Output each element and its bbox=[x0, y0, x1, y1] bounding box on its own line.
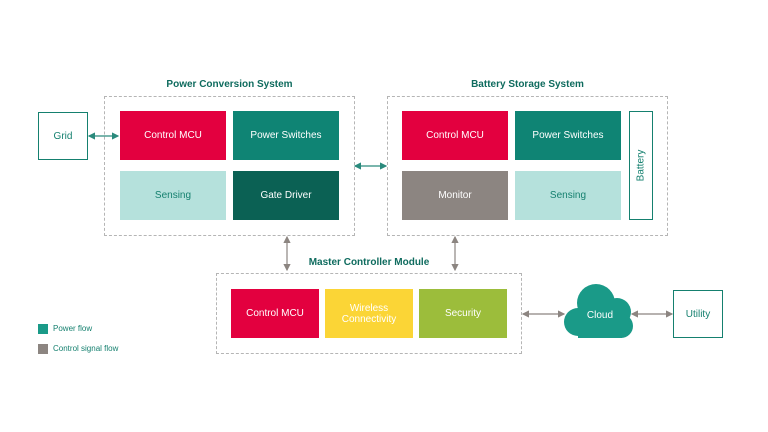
master-controller-title: Master Controller Module bbox=[308, 257, 430, 268]
bss-control-mcu-label: Control MCU bbox=[426, 130, 484, 141]
control-flow-swatch bbox=[38, 344, 48, 354]
mcm-security-label: Security bbox=[444, 308, 482, 319]
pcs-gate-driver-label: Gate Driver bbox=[260, 190, 312, 201]
bss-monitor-label: Monitor bbox=[438, 190, 472, 201]
battery-storage-group bbox=[387, 96, 668, 236]
pcs-power-switches-label: Power Switches bbox=[250, 130, 322, 141]
pcs-control-mcu: Control MCU bbox=[120, 111, 226, 160]
grid-box: Grid bbox=[38, 112, 88, 160]
utility-label: Utility bbox=[685, 308, 711, 320]
mcm-control-mcu: Control MCU bbox=[231, 289, 319, 338]
pcs-gate-driver: Gate Driver bbox=[233, 171, 339, 220]
master-controller-group bbox=[216, 273, 522, 354]
bss-monitor: Monitor bbox=[402, 171, 508, 220]
bss-control-mcu: Control MCU bbox=[402, 111, 508, 160]
grid-label: Grid bbox=[53, 130, 73, 142]
control-signal-flow-legend: Control signal flow bbox=[53, 344, 119, 353]
mcm-control-mcu-label: Control MCU bbox=[246, 308, 304, 319]
battery-box: Battery bbox=[629, 111, 653, 220]
battery-storage-title: Battery Storage System bbox=[471, 79, 584, 90]
pcs-sensing-label: Sensing bbox=[154, 190, 192, 201]
pcs-sensing: Sensing bbox=[120, 171, 226, 220]
bss-power-switches-label: Power Switches bbox=[532, 130, 604, 141]
mcm-security: Security bbox=[419, 289, 507, 338]
bss-sensing-label: Sensing bbox=[549, 190, 587, 201]
power-flow-swatch bbox=[38, 324, 48, 334]
pcs-control-mcu-label: Control MCU bbox=[144, 130, 202, 141]
mcm-wireless-label: Wireless Connectivity bbox=[341, 302, 397, 325]
pcs-power-switches: Power Switches bbox=[233, 111, 339, 160]
power-conversion-title: Power Conversion System bbox=[166, 79, 293, 90]
cloud-icon bbox=[564, 284, 633, 338]
mcm-wireless-connectivity: Wireless Connectivity bbox=[325, 289, 413, 338]
cloud-label: Cloud bbox=[586, 310, 614, 321]
bss-sensing: Sensing bbox=[515, 171, 621, 220]
power-flow-legend: Power flow bbox=[53, 324, 93, 333]
battery-label: Battery bbox=[635, 149, 647, 182]
power-conversion-group bbox=[104, 96, 355, 236]
bss-power-switches: Power Switches bbox=[515, 111, 621, 160]
utility-box: Utility bbox=[673, 290, 723, 338]
